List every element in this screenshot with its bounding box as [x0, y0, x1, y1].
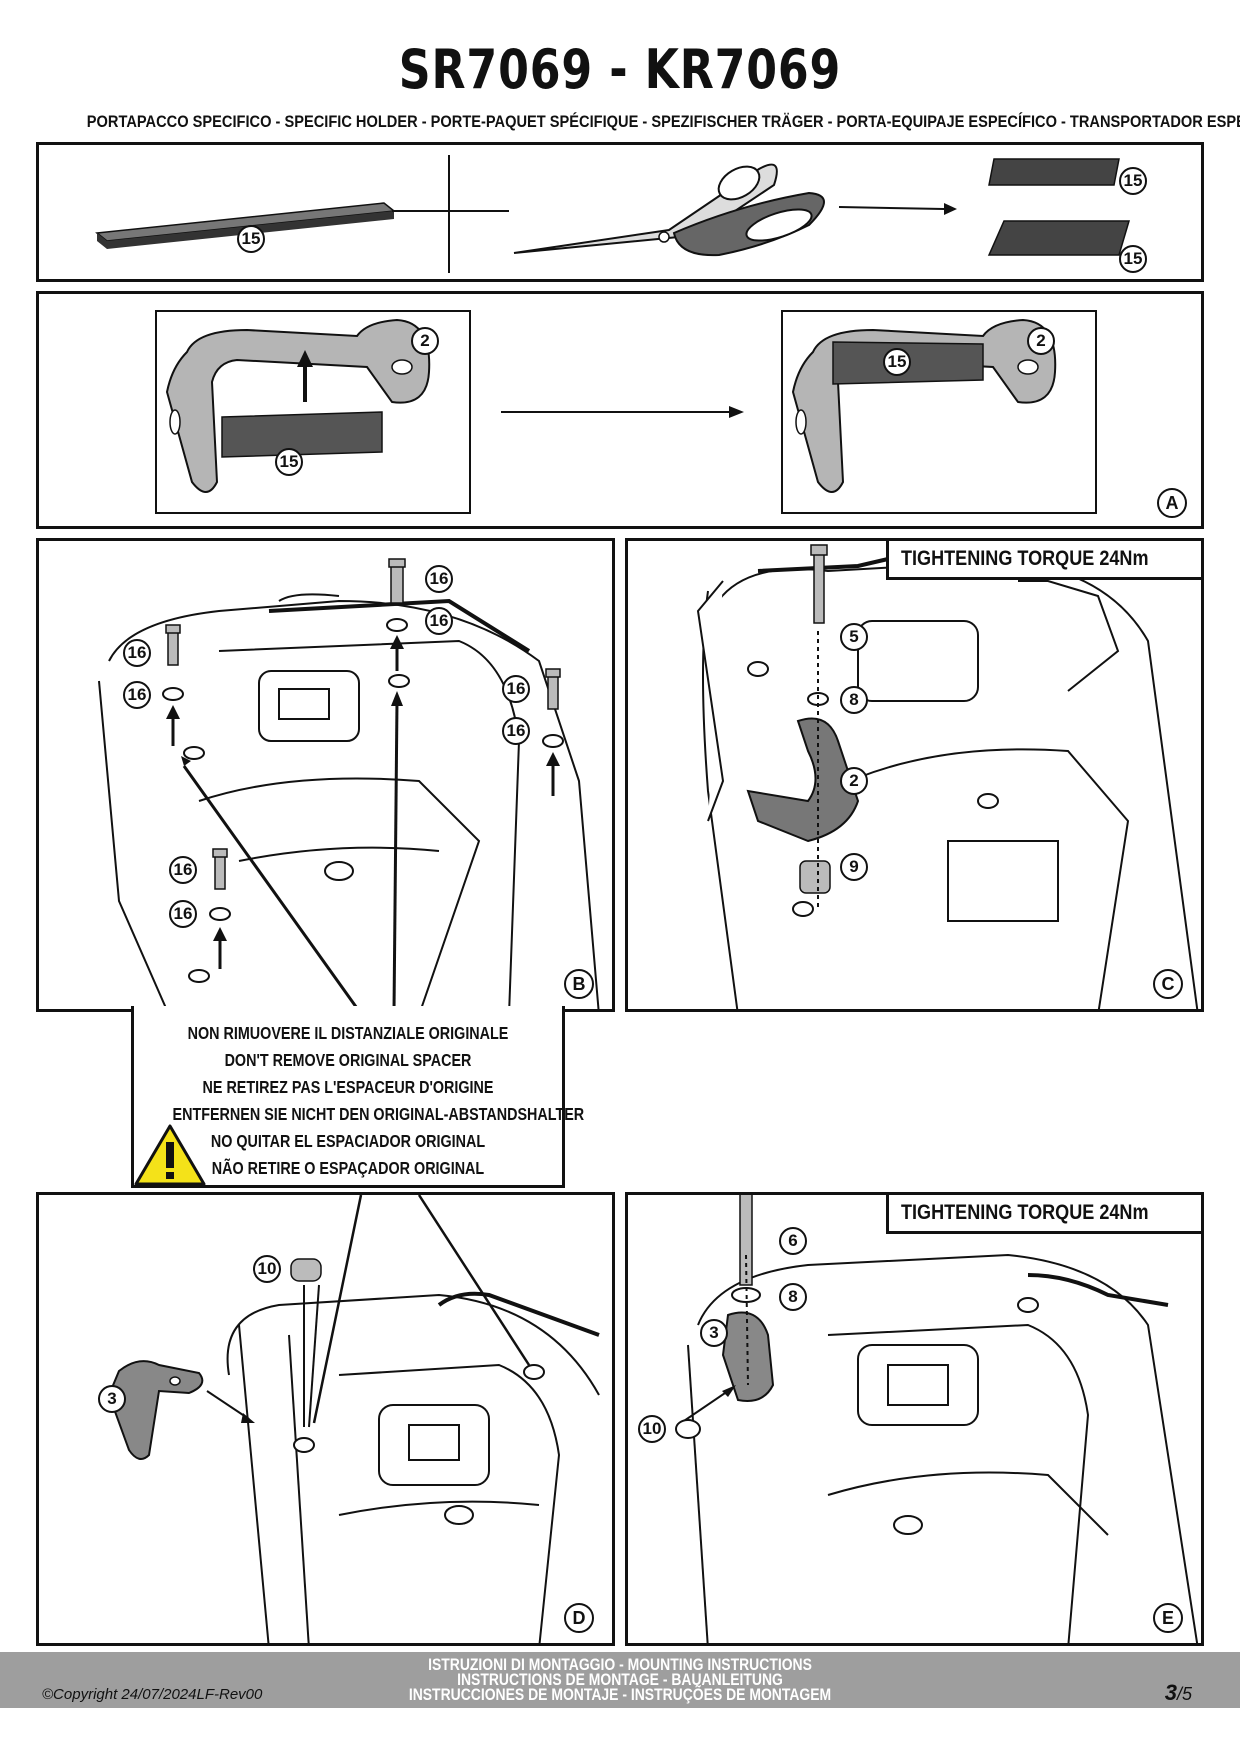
callout-15-pad: 15: [237, 225, 265, 253]
callout-8-e: 8: [779, 1283, 807, 1311]
washer-icon: [162, 618, 564, 921]
panel-c: TIGHTENING TORQUE 24Nm 5 8 2 9 C: [625, 538, 1204, 1012]
callout-2: 2: [840, 767, 868, 795]
scissors-icon: [513, 163, 825, 257]
page-current: 3: [1164, 1680, 1177, 1705]
callout-2-after: 2: [1027, 327, 1055, 355]
callout-16-washer-bottom: 16: [169, 900, 197, 928]
page-number: 3/5: [1165, 1680, 1192, 1706]
callout-16-screw-left: 16: [123, 639, 151, 667]
panel-a: 2 15 2 15 A: [36, 291, 1204, 529]
callout-9: 9: [840, 853, 868, 881]
panel-e: TIGHTENING TORQUE 24Nm 6 8 3 10 E: [625, 1192, 1204, 1646]
callout-10: 10: [253, 1255, 281, 1283]
panel-cut-pad: 15 15 15: [36, 142, 1204, 282]
pad-piece-1: [988, 158, 1120, 186]
copyright-text: ©Copyright 24/07/2024LF-Rev00: [42, 1686, 263, 1703]
footer-line-3: INSTRUCCIONES DE MONTAJE - INSTRUÇÕES DE…: [408, 1685, 832, 1704]
warning-line-pt: NÃO RETIRE O ESPAÇADOR ORIGINAL: [211, 1158, 485, 1178]
footer-instructions: ISTRUZIONI DI MONTAGGIO - MOUNTING INSTR…: [0, 1655, 1240, 1704]
bracket-2-mount-illustration: [696, 544, 1199, 1009]
callout-5: 5: [840, 623, 868, 651]
callout-2-before: 2: [411, 327, 439, 355]
panel-letter-c: C: [1153, 969, 1183, 999]
page-total: /5: [1176, 1684, 1192, 1704]
callout-15-piece-2: 15: [1119, 245, 1147, 273]
footer-line-1: ISTRUZIONI DI MONTAGGIO - MOUNTING INSTR…: [428, 1655, 812, 1674]
callout-15-before: 15: [275, 448, 303, 476]
callout-10-e: 10: [638, 1415, 666, 1443]
pad-piece-2: [987, 220, 1131, 256]
warning-triangle-icon: [134, 1124, 206, 1186]
panel-a-step-2: 2 15: [781, 310, 1097, 514]
panel-d: 10 3 D: [36, 1192, 615, 1646]
callout-3: 3: [98, 1385, 126, 1413]
document-subtitle: PORTAPACCO SPECIFICO - SPECIFIC HOLDER -…: [86, 112, 1240, 131]
panel-a-step-1: 2 15: [155, 310, 471, 514]
callout-15-piece-1: 15: [1119, 167, 1147, 195]
bracket-3-spacer-illustration: [107, 1195, 600, 1643]
screw-icon: [165, 558, 561, 890]
panel-letter-d: D: [564, 1603, 594, 1633]
warning-box: NON RIMUOVERE IL DISTANZIALE ORIGINALE D…: [131, 1006, 585, 1188]
callout-6: 6: [779, 1227, 807, 1255]
warning-line-it: NON RIMUOVERE IL DISTANZIALE ORIGINALE: [187, 1023, 509, 1043]
torque-label-e: TIGHTENING TORQUE 24Nm: [886, 1195, 1201, 1234]
footer-line-2: INSTRUCTIONS DE MONTAGE - BAUANLEITUNG: [457, 1670, 783, 1689]
bracket-before-illustration: [165, 318, 431, 493]
callout-3-e: 3: [700, 1319, 728, 1347]
callout-16-washer-top: 16: [425, 607, 453, 635]
warning-line-fr: NE RETIREZ PAS L'ESPACEUR D'ORIGINE: [202, 1077, 494, 1097]
panel-letter-e: E: [1153, 1603, 1183, 1633]
warning-line-es: NO QUITAR EL ESPACIADOR ORIGINAL: [210, 1131, 486, 1151]
callout-16-screw-right: 16: [502, 675, 530, 703]
warning-line-en: DON'T REMOVE ORIGINAL SPACER: [224, 1050, 472, 1070]
warning-text: NON RIMUOVERE IL DISTANZIALE ORIGINALE D…: [134, 1020, 585, 1182]
rear-frame-screws-illustration: [98, 558, 600, 1009]
footer-bar: ISTRUZIONI DI MONTAGGIO - MOUNTING INSTR…: [0, 1652, 1240, 1708]
bracket-3-mount-illustration: [675, 1195, 1199, 1643]
cut-pad-illustration: [95, 155, 1131, 273]
callout-15-after: 15: [883, 348, 911, 376]
callout-16-screw-top: 16: [425, 565, 453, 593]
panel-letter-a: A: [1157, 488, 1187, 518]
warning-line-de: ENTFERNEN SIE NICHT DEN ORIGINAL-ABSTAND…: [172, 1104, 585, 1124]
panel-letter-b: B: [564, 969, 594, 999]
callout-16-screw-bottom: 16: [169, 856, 197, 884]
callout-8: 8: [840, 686, 868, 714]
callout-16-washer-left: 16: [123, 681, 151, 709]
callout-16-washer-right: 16: [502, 717, 530, 745]
document-title: SR7069 - KR7069: [398, 38, 842, 101]
step-arrow: [501, 406, 744, 418]
torque-label-c: TIGHTENING TORQUE 24Nm: [886, 541, 1201, 580]
panel-b: 16 16 16 16 16 16 16 16 B: [36, 538, 615, 1012]
